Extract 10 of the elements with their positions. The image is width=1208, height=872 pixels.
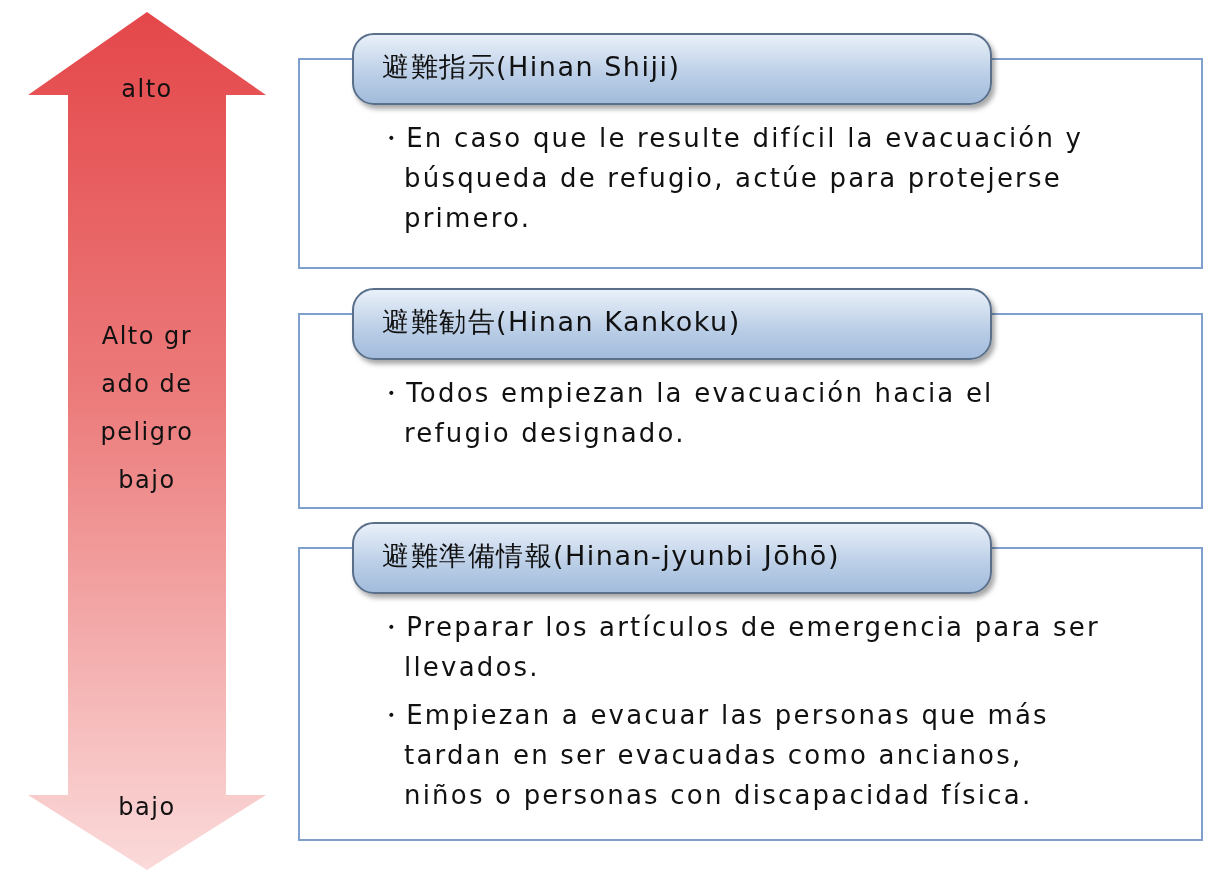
- level-label: alto: [120, 74, 174, 104]
- scale-label: Alto grado de peligro bajo: [100, 321, 194, 496]
- bullet-text: ・En caso que le resulte difícil la evacuación y búsqueda de refugio, actúe para protejerse primero.: [378, 122, 1085, 235]
- heading-banner: 避難指示(Hinan Shiji): [352, 33, 992, 105]
- heading-banner: 避難勧告(Hinan Kankoku): [352, 288, 992, 360]
- bullet-text: ・Todos empiezan la evacuación hacia el refugio designado.: [378, 377, 995, 450]
- level-label: bajo: [117, 792, 177, 822]
- bullet-text: ・Empiezan a evacuar las personas que más tardan en ser evacuadas como ancianos, niños o personas con discapacidad física.: [378, 699, 1050, 812]
- heading-banner: 避難準備情報(Hinan-jyunbi Jōhō): [352, 522, 992, 594]
- bullet-text: ・Preparar los artículos de emergencia para ser llevados.: [378, 611, 1101, 684]
